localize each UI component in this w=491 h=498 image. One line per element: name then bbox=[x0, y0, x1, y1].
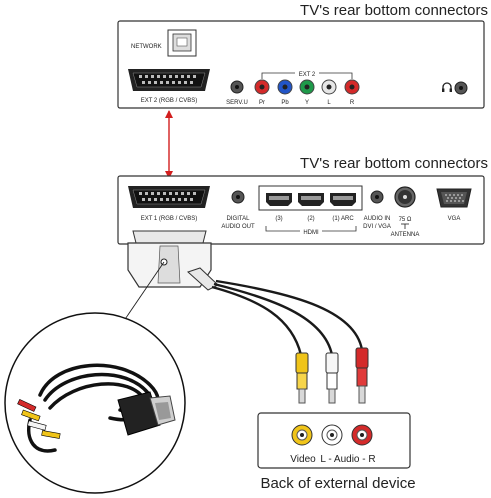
audio-in-label-line2: DVI / VGA bbox=[363, 224, 391, 230]
hdmi-port-label-2: (2) bbox=[307, 216, 314, 222]
scart-plug bbox=[127, 230, 219, 291]
ext2-group-label: EXT 2 bbox=[299, 72, 316, 78]
device-jack-audio-r bbox=[351, 424, 373, 446]
jack-label-pr: Pr bbox=[259, 100, 265, 106]
hdmi-port-3 bbox=[266, 193, 292, 206]
jack-label-y: Y bbox=[305, 100, 309, 106]
component-jack-pb bbox=[277, 79, 293, 95]
bottom-panel-title: TV's rear bottom connectors bbox=[300, 155, 488, 172]
headphone-jack bbox=[454, 81, 468, 95]
hdmi-port-1-arc bbox=[330, 193, 356, 206]
component-jack-y bbox=[299, 79, 315, 95]
ext1-scart-label: EXT 1 (RGB / CVBS) bbox=[141, 216, 198, 222]
hdmi-port-label-1-arc: (1) ARC bbox=[332, 216, 354, 222]
top-connector-panel bbox=[117, 20, 485, 109]
hdmi-group-label: HDMI bbox=[303, 230, 319, 236]
hdmi-port-label-3: (3) bbox=[275, 216, 282, 222]
cable-photo-callout bbox=[4, 312, 186, 494]
device-video-label: Video bbox=[290, 454, 316, 465]
ext1-scart-connector bbox=[128, 186, 210, 208]
audio-jack-l bbox=[321, 79, 337, 95]
device-jack-audio-l bbox=[321, 424, 343, 446]
antenna-ohm-label: 75 Ω bbox=[399, 217, 412, 223]
rca-plug-yellow bbox=[295, 352, 309, 404]
network-port bbox=[167, 29, 197, 57]
audio-jack-r bbox=[344, 79, 360, 95]
device-jack-video bbox=[291, 424, 313, 446]
link-arrow-up bbox=[165, 110, 173, 118]
digital-audio-out-jack bbox=[231, 190, 245, 204]
ext2-scart-connector bbox=[128, 69, 210, 91]
link-arrow-down bbox=[165, 171, 173, 179]
digital-audio-label-line1: DIGITAL bbox=[227, 216, 251, 222]
device-audio-label: L - Audio - R bbox=[320, 454, 375, 465]
rca-plug-red bbox=[355, 347, 369, 404]
rca-plug-white bbox=[325, 352, 339, 404]
serv-u-label: SERV.U bbox=[226, 100, 248, 106]
jack-label-l: L bbox=[327, 100, 331, 106]
vga-port bbox=[436, 188, 472, 208]
antenna-connector bbox=[394, 186, 416, 208]
rca-cables bbox=[211, 279, 364, 356]
external-device-caption: Back of external device bbox=[260, 475, 415, 492]
audio-in-dvi-vga-jack bbox=[370, 190, 384, 204]
hdmi-port-2 bbox=[298, 193, 324, 206]
ext2-scart-label: EXT 2 (RGB / CVBS) bbox=[141, 98, 198, 104]
audio-in-label-line1: AUDIO IN bbox=[364, 216, 391, 222]
headphone-icon bbox=[442, 82, 452, 92]
network-label: NETWORK bbox=[131, 44, 162, 50]
antenna-symbol-icon bbox=[401, 223, 409, 229]
digital-audio-label-line2: AUDIO OUT bbox=[221, 224, 255, 230]
jack-label-pb: Pb bbox=[281, 100, 289, 106]
vga-label: VGA bbox=[448, 216, 461, 222]
component-jack-pr bbox=[254, 79, 270, 95]
jack-label-r: R bbox=[350, 100, 355, 106]
top-panel-title: TV's rear bottom connectors bbox=[300, 2, 488, 19]
antenna-label: ANTENNA bbox=[391, 232, 420, 238]
